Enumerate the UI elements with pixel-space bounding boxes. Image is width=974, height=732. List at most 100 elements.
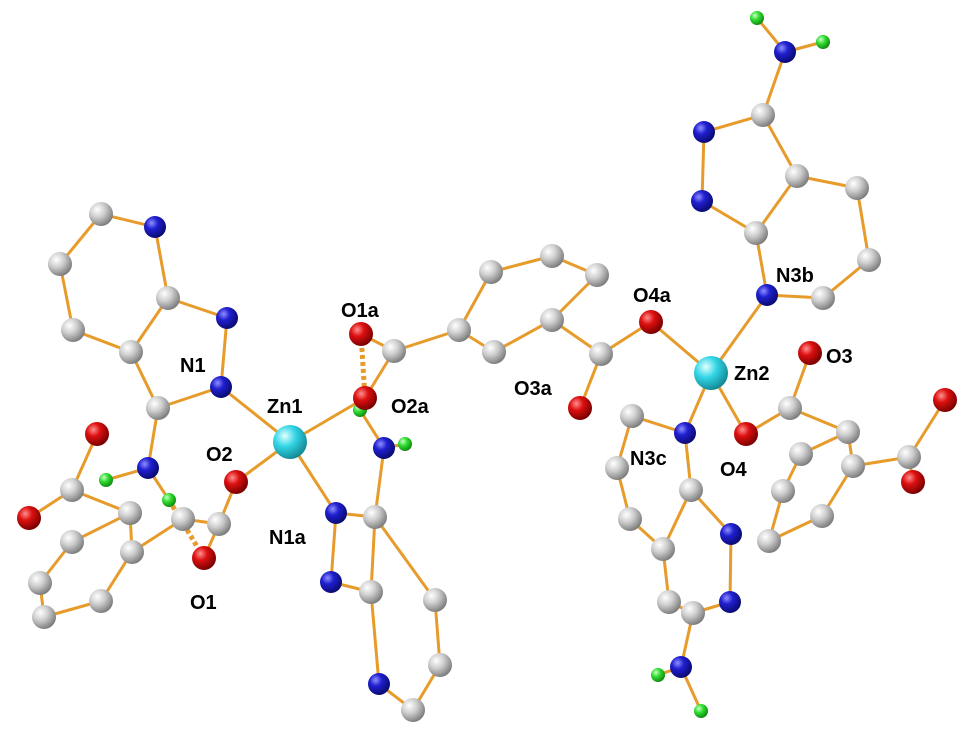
- label-O2: O2: [206, 444, 233, 466]
- bond-nt3-nt4: [700, 130, 706, 203]
- carbon-atom-c2: [48, 252, 72, 276]
- oxygen-atom-o1: [192, 546, 216, 570]
- nitrogen-atom-n2a: [320, 571, 342, 593]
- carbon-atom-c12: [120, 540, 144, 564]
- label-N3b: N3b: [776, 265, 814, 287]
- hydrogen-atom-h6: [816, 35, 830, 49]
- nitrogen-atom-nam1: [137, 457, 159, 479]
- atoms-layer: [17, 11, 957, 722]
- carbon-atom-c24: [540, 244, 564, 268]
- carbon-atom-c9: [28, 571, 52, 595]
- nitrogen-atom-nt2: [210, 376, 232, 398]
- carbon-atom-c13: [118, 501, 142, 525]
- nitrogen-atom-n3b: [756, 284, 778, 306]
- carbon-atom-c4: [61, 318, 85, 342]
- nitrogen-atom-nam2: [373, 437, 395, 459]
- nitrogen-atom-n1a: [325, 502, 347, 524]
- nitrogen-atom-nt5: [720, 523, 742, 545]
- labels-layer: N1 Zn1 O1a O2a O2 N1a O1 O4a O3a Zn2 N3b…: [180, 265, 853, 614]
- carbon-atom-c20: [401, 698, 425, 722]
- carbon-atom-c23: [479, 260, 503, 284]
- oxygen-atom-o5: [933, 388, 957, 412]
- carbon-atom-c25: [585, 263, 609, 287]
- carbon-atom-c11: [89, 589, 113, 613]
- hydrogen-atom-h2: [162, 493, 176, 507]
- carbon-atom-c36: [836, 420, 860, 444]
- label-O1: O1: [190, 592, 217, 614]
- carbon-atom-c38: [897, 445, 921, 469]
- nitrogen-atom-n1: [144, 216, 166, 238]
- carbon-atom-c7: [60, 478, 84, 502]
- label-N1: N1: [180, 355, 206, 377]
- carbon-atom-c29: [751, 103, 775, 127]
- carbon-atom-c34: [811, 286, 835, 310]
- carbon-atom-c8: [60, 530, 84, 554]
- carbon-atom-c26: [540, 308, 564, 332]
- label-Zn1: Zn1: [267, 396, 303, 418]
- hydrogen-atom-h3: [398, 437, 412, 451]
- nitrogen-atom-nt1: [216, 307, 238, 329]
- label-O1a: O1a: [341, 300, 380, 322]
- carbon-atom-c10: [32, 605, 56, 629]
- label-O4a: O4a: [633, 285, 672, 307]
- carbon-atom-c1: [89, 202, 113, 226]
- carbon-atom-c32: [744, 221, 768, 245]
- carbon-atom-c45: [618, 507, 642, 531]
- oxygen-atom-o4: [734, 422, 758, 446]
- nitrogen-atom-n3c: [674, 422, 696, 444]
- hydrogen-atom-h8: [694, 704, 708, 718]
- carbon-atom-c6: [146, 396, 170, 420]
- hydrogen-atom-h1: [99, 473, 113, 487]
- hydrogen-atom-h5: [750, 11, 764, 25]
- carbon-atom-c30: [785, 164, 809, 188]
- nitrogen-atom-n3a: [368, 673, 390, 695]
- carbon-atom-c22: [447, 318, 471, 342]
- hydrogen-atom-h7: [651, 668, 665, 682]
- bond-n1-c3: [153, 225, 170, 300]
- bond-c17-c16: [369, 515, 377, 594]
- carbon-atom-c43: [620, 404, 644, 428]
- oxygen-atom-o1a: [349, 322, 373, 346]
- carbon-atom-c48: [657, 590, 681, 614]
- zinc-atom-zn1: [273, 425, 307, 459]
- carbon-atom-c33: [857, 248, 881, 272]
- label-N3c: N3c: [630, 448, 667, 470]
- label-O3a: O3a: [514, 378, 553, 400]
- carbon-atom-c17: [359, 580, 383, 604]
- carbon-atom-c41: [810, 504, 834, 528]
- label-Zn2: Zn2: [734, 363, 770, 385]
- nitrogen-atom-nt6: [719, 591, 741, 613]
- oxygen-atom-o4a: [639, 310, 663, 334]
- carbon-atom-c14: [171, 507, 195, 531]
- bond-nt5-nt6: [728, 532, 733, 604]
- oxygen-atom-o3a: [568, 396, 592, 420]
- carbon-atom-c21: [382, 339, 406, 363]
- carbon-atom-c46: [651, 537, 675, 561]
- nitrogen-atom-nam3: [774, 41, 796, 63]
- nitrogen-atom-nam4: [670, 656, 692, 678]
- carbon-atom-c16: [363, 505, 387, 529]
- oxygen-atom-o6: [901, 470, 925, 494]
- oxygen-atom-o3: [798, 341, 822, 365]
- carbon-atom-c18: [423, 588, 447, 612]
- carbon-atom-c3: [156, 286, 180, 310]
- carbon-atom-c35: [778, 396, 802, 420]
- bond-c31-c33: [855, 186, 871, 262]
- carbon-atom-c49: [681, 601, 705, 625]
- oxygen-atom-o2a: [353, 386, 377, 410]
- carbon-atom-c42: [757, 529, 781, 553]
- zinc-atom-zn2: [694, 356, 728, 390]
- nitrogen-atom-nt4: [691, 190, 713, 212]
- label-O4: O4: [720, 459, 748, 481]
- oxygen-atom-o_l2: [17, 506, 41, 530]
- label-N1a: N1a: [269, 527, 307, 549]
- carbon-atom-c44: [605, 456, 629, 480]
- oxygen-atom-o_l1: [85, 422, 109, 446]
- label-O2a: O2a: [391, 396, 430, 418]
- nitrogen-atom-nt3: [693, 121, 715, 143]
- carbon-atom-c15: [207, 512, 231, 536]
- carbon-atom-c27: [482, 340, 506, 364]
- carbon-atom-c39: [789, 442, 813, 466]
- label-O3: O3: [826, 346, 853, 368]
